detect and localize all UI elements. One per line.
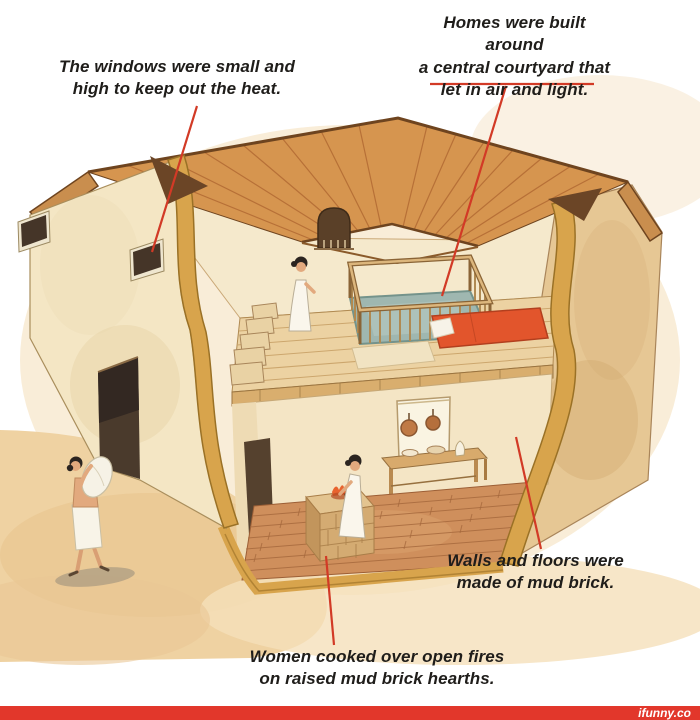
leader-line-windows bbox=[150, 105, 199, 253]
watermark-label: ifunny.co bbox=[638, 706, 691, 720]
leader-line-walls bbox=[514, 436, 543, 550]
upstairs-woman-figure bbox=[288, 256, 316, 332]
watermark-bar: ifunny.co bbox=[0, 706, 700, 720]
mattress bbox=[429, 307, 549, 349]
annotation-walls: Walls and floors were made of mud brick. bbox=[447, 551, 624, 593]
roof-cut-left bbox=[150, 156, 208, 204]
annotation-courtyard: Homes were built around a central courty… bbox=[418, 13, 611, 100]
walking-woman-figure bbox=[55, 456, 135, 587]
hanging-pans bbox=[400, 409, 441, 437]
cut-wall-right bbox=[499, 198, 577, 567]
leader-lines bbox=[150, 82, 594, 646]
cut-floor-front-edge bbox=[224, 533, 504, 592]
annotation-hearth: Women cooked over open fires on raised m… bbox=[249, 647, 505, 689]
floor-slab-edge bbox=[231, 364, 554, 407]
leader-line-hearth bbox=[324, 555, 336, 646]
leader-line-courtyard bbox=[440, 85, 508, 297]
cut-wall-left bbox=[167, 154, 239, 529]
roof-cut-right bbox=[548, 188, 602, 221]
annotation-windows: The windows were small and high to keep … bbox=[59, 57, 295, 99]
door bbox=[97, 356, 140, 479]
floor-mat bbox=[351, 340, 436, 370]
staircase bbox=[229, 302, 279, 386]
cooking-woman-figure bbox=[338, 454, 366, 539]
bench bbox=[381, 440, 489, 494]
courtyard-railing bbox=[346, 254, 494, 344]
courtyard-arch bbox=[314, 207, 354, 250]
left-exterior-wall bbox=[17, 161, 228, 530]
roof-eave-right bbox=[617, 180, 664, 243]
window-left bbox=[17, 210, 51, 253]
window-right bbox=[129, 238, 165, 282]
